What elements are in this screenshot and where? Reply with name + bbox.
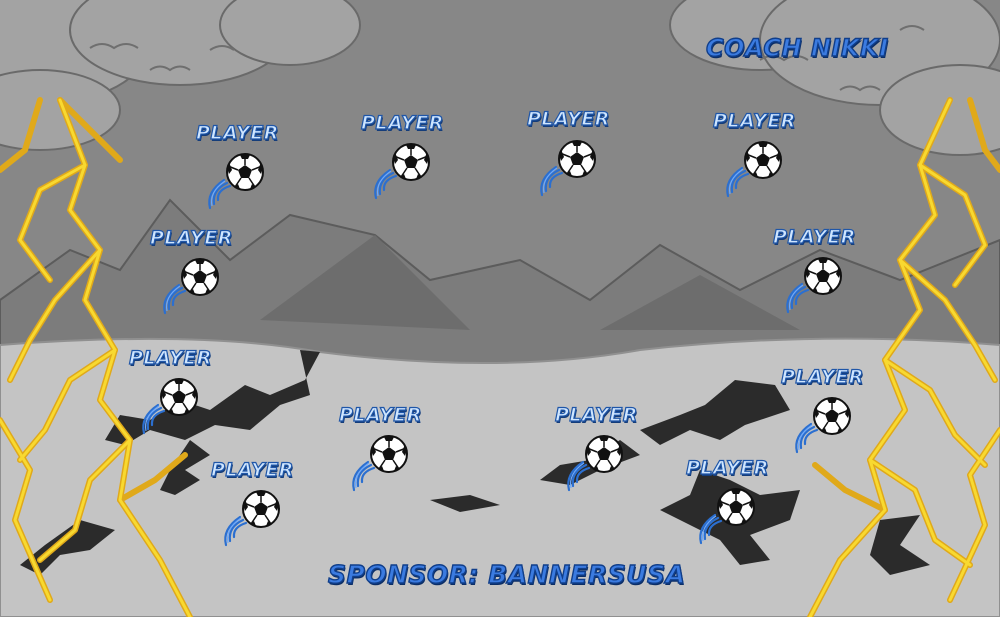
player-label: PLAYER: [210, 458, 294, 481]
mountains: [0, 198, 1000, 381]
soccer-ball-icon: [561, 432, 631, 492]
player-label: PLAYER: [772, 225, 856, 248]
player-label: PLAYER: [780, 365, 864, 388]
player-label: PLAYER: [526, 107, 610, 130]
player-label: PLAYER: [149, 226, 233, 249]
player-label: PLAYER: [554, 403, 638, 426]
soccer-ball-icon: [136, 375, 206, 435]
soccer-ball-icon: [720, 138, 790, 198]
soccer-ball-icon: [346, 432, 416, 492]
player-label: PLAYER: [685, 456, 769, 479]
soccer-ball-icon: [368, 140, 438, 200]
player-label: PLAYER: [195, 121, 279, 144]
player-label: PLAYER: [128, 346, 212, 369]
soccer-ball-icon: [218, 487, 288, 547]
coach-name: COACH NIKKI: [705, 33, 889, 62]
player-label: PLAYER: [712, 109, 796, 132]
soccer-ball-icon: [534, 137, 604, 197]
soccer-ball-icon: [202, 150, 272, 210]
player-label: PLAYER: [338, 403, 422, 426]
sponsor-label: SPONSOR: BANNERSUSA: [327, 559, 686, 589]
ground-crack-icon: [20, 350, 930, 575]
soccer-ball-icon: [780, 254, 850, 314]
soccer-ball-icon: [693, 485, 763, 545]
storm-cloud-icon: [0, 0, 1000, 156]
soccer-ball-icon: [789, 394, 859, 454]
soccer-ball-icon: [157, 255, 227, 315]
player-label: PLAYER: [360, 111, 444, 134]
